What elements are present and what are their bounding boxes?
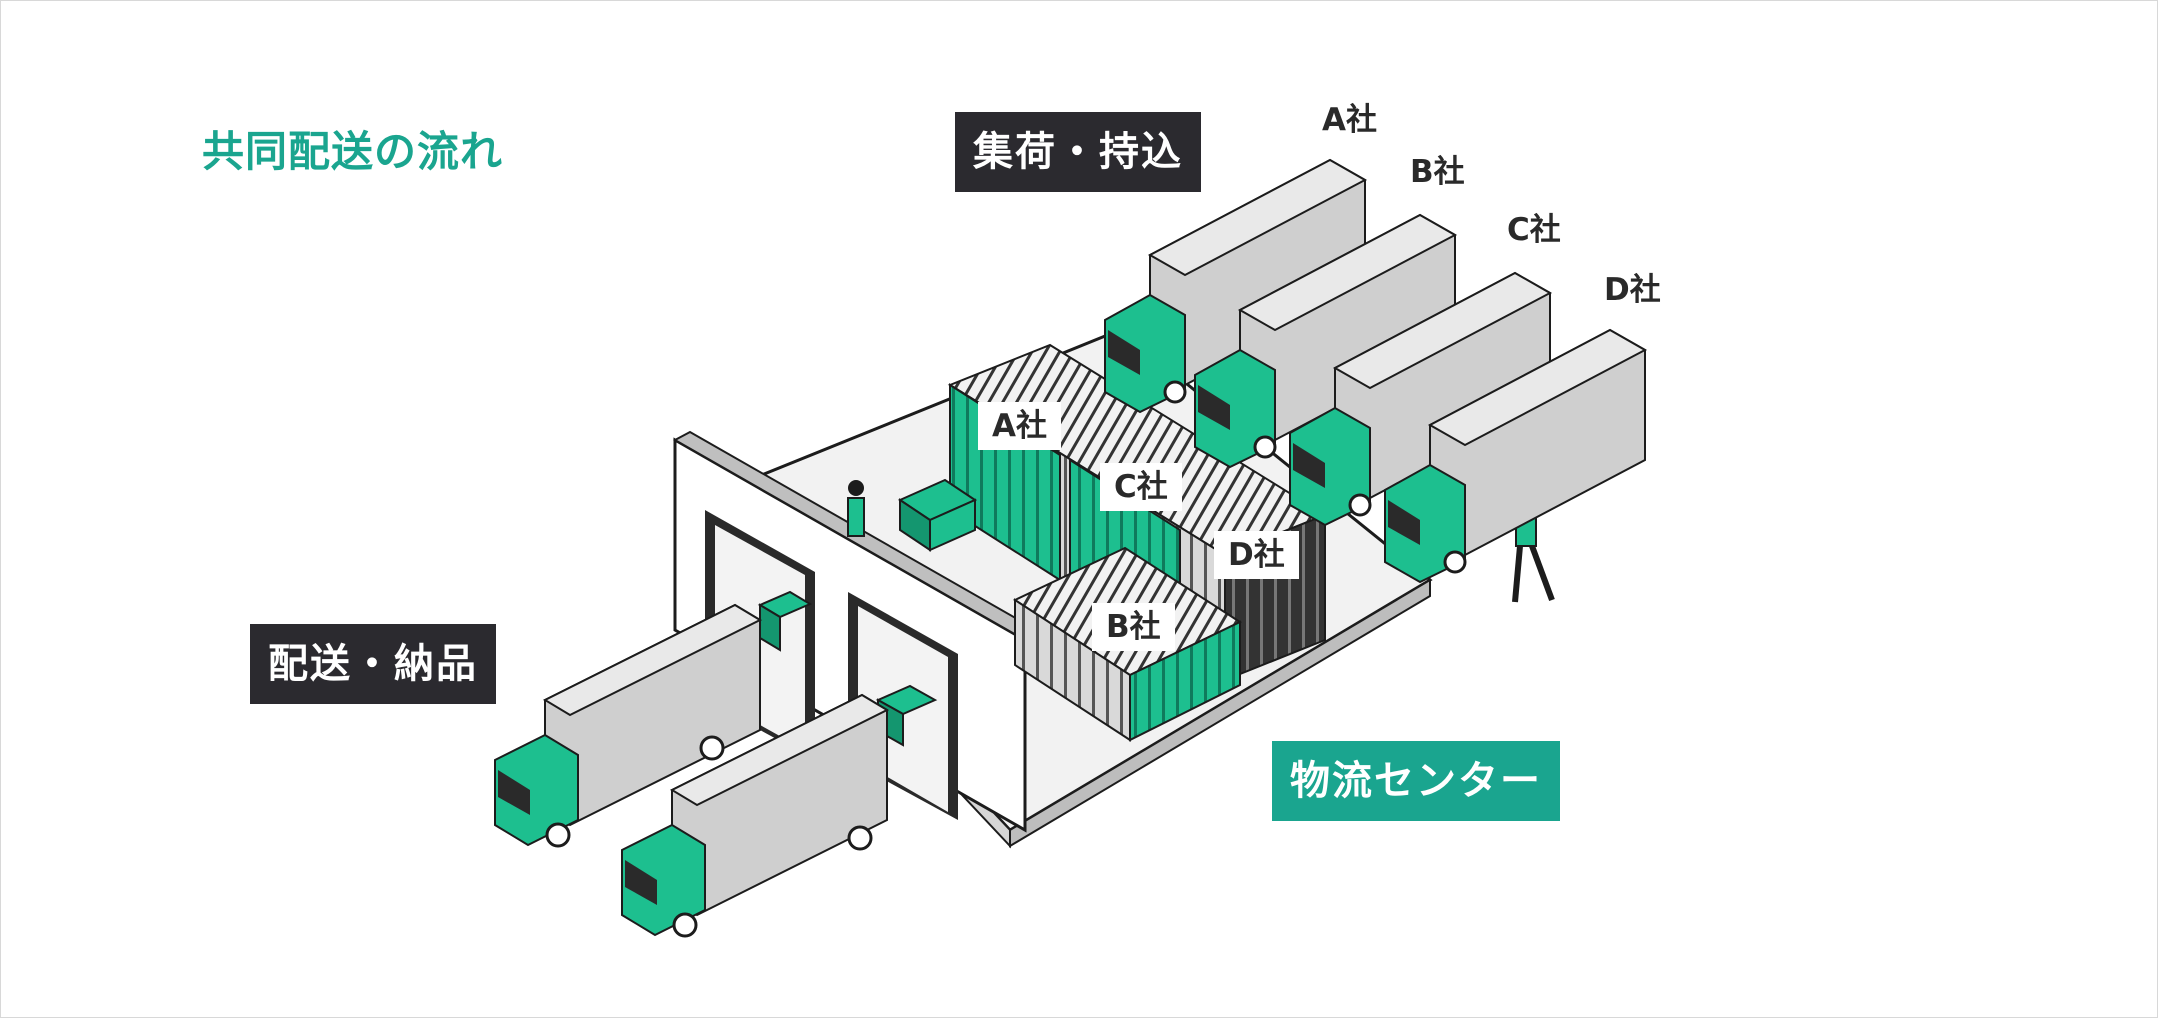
incoming-trucks: [1104, 158, 1648, 584]
diagram-title: 共同配送の流れ: [202, 127, 504, 176]
company-label-a: A社: [1322, 102, 1377, 138]
stage-label-deliver: 配送・納品: [250, 624, 496, 704]
sort-label-c: C社: [1100, 463, 1182, 511]
company-label-b: B社: [1410, 154, 1465, 190]
company-label-c: C社: [1507, 212, 1561, 248]
stage-label-center: 物流センター: [1272, 741, 1560, 821]
outgoing-trucks: [494, 603, 890, 938]
company-label-d: D社: [1604, 272, 1661, 308]
sort-label-b: B社: [1092, 603, 1175, 651]
sort-label-d: D社: [1214, 531, 1299, 579]
sort-label-a: A社: [978, 402, 1061, 450]
stage-label-collect: 集荷・持込: [955, 112, 1201, 192]
sorting-boxes: [757, 478, 978, 747]
